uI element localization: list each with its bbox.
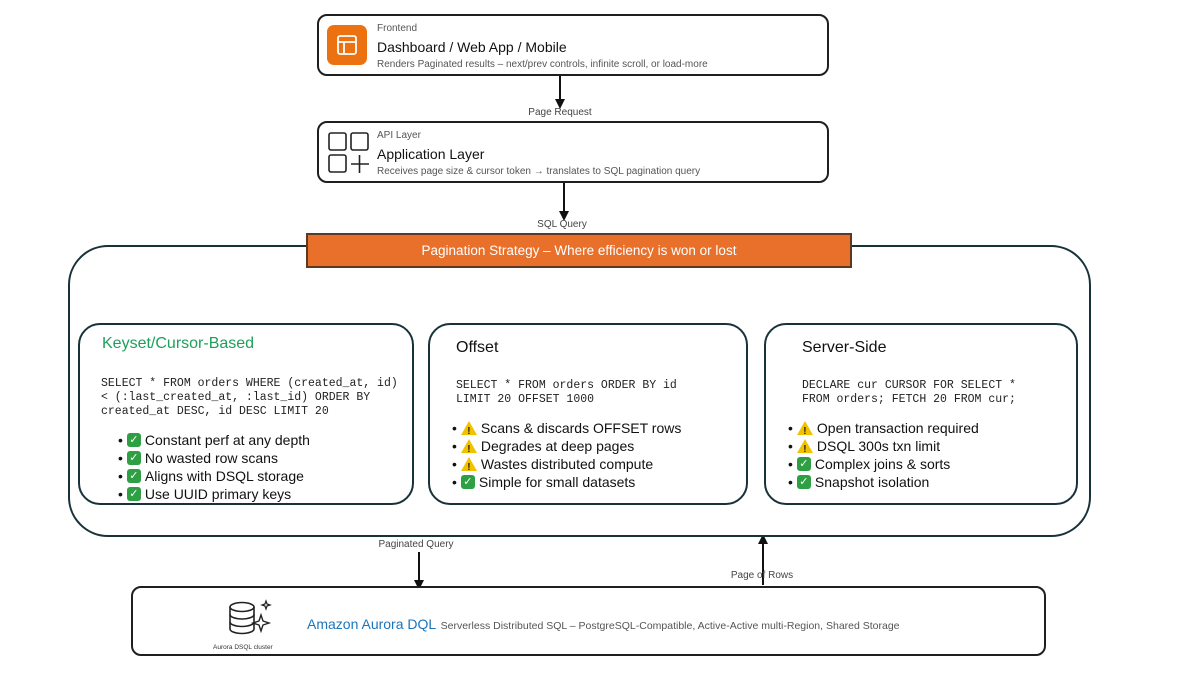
db-title-line: Amazon Aurora DQL Serverless Distributed… — [307, 616, 900, 634]
offset-bullets: • Scans & discards OFFSET rows • Degrades a… — [452, 419, 681, 491]
bullet-item: •✓Constant perf at any depth — [118, 431, 310, 449]
server-title: Server-Side — [802, 339, 887, 356]
db-desc: Serverless Distributed SQL – PostgreSQL-… — [440, 620, 900, 632]
check-icon: ✓ — [126, 451, 141, 465]
strategy-banner: Pagination Strategy – Where efficiency i… — [306, 233, 852, 268]
api-tag: API Layer — [377, 130, 421, 141]
api-desc: Receives page size & cursor token → tran… — [377, 166, 701, 177]
db-icon-caption: Aurora DSQL cluster — [213, 644, 273, 651]
check-icon: ✓ — [460, 475, 475, 489]
dashboard-layout-icon — [327, 25, 367, 65]
check-icon: ✓ — [126, 487, 141, 501]
db-title: Amazon Aurora DQL — [307, 616, 437, 632]
bullet-dot-icon: • — [788, 474, 793, 490]
bullet-dot-icon: • — [452, 420, 457, 436]
api-layer-box: API Layer Application Layer Receives pag… — [317, 121, 829, 183]
bullet-dot-icon: • — [118, 432, 123, 448]
check-icon: ✓ — [126, 469, 141, 483]
offset-code: SELECT * FROM orders ORDER BY id LIMIT 2… — [456, 379, 684, 406]
bullet-dot-icon: • — [788, 456, 793, 472]
app-grid-icon — [327, 131, 371, 175]
database-sparkle-icon — [225, 598, 273, 638]
bullet-item: •✓Simple for small datasets — [452, 473, 681, 491]
strategy-label: Pagination Strategy – Where efficiency i… — [421, 243, 737, 258]
warning-icon — [460, 421, 477, 441]
bullet-item: • Degrades at deep pages — [452, 437, 681, 459]
warning-icon — [796, 439, 813, 459]
bullet-text: No wasted row scans — [144, 450, 278, 466]
offset-panel: Offset SELECT * FROM orders ORDER BY id … — [428, 323, 748, 505]
api-title: Application Layer — [377, 146, 485, 162]
bullet-item: •✓Aligns with DSQL storage — [118, 467, 310, 485]
server-bullets: • Open transaction required • DSQL 300s txn… — [788, 419, 979, 491]
page-request-label: Page Request — [528, 107, 592, 118]
keyset-bullets: •✓Constant perf at any depth•✓No wasted … — [118, 431, 310, 503]
keyset-code: SELECT * FROM orders WHERE (created_at, … — [101, 377, 405, 418]
bullet-item: • Open transaction required — [788, 419, 979, 441]
warning-icon — [460, 457, 477, 477]
server-code: DECLARE cur CURSOR FOR SELECT * FROM ord… — [802, 379, 1023, 406]
bullet-item: • DSQL 300s txn limit — [788, 437, 979, 459]
server-panel: Server-Side DECLARE cur CURSOR FOR SELEC… — [764, 323, 1078, 505]
frontend-desc: Renders Paginated results – next/prev co… — [377, 59, 708, 70]
bullet-text: Simple for small datasets — [478, 474, 636, 490]
bullet-text: Constant perf at any depth — [144, 432, 310, 448]
frontend-tag: Frontend — [377, 23, 418, 34]
bullet-dot-icon: • — [452, 438, 457, 454]
warning-icon — [796, 421, 813, 441]
keyset-panel: Keyset/Cursor-Based SELECT * FROM orders… — [78, 323, 414, 505]
bullet-text: Snapshot isolation — [814, 474, 930, 490]
bullet-text: Wastes distributed compute — [480, 456, 654, 472]
bullet-item: •✓No wasted row scans — [118, 449, 310, 467]
check-icon: ✓ — [796, 457, 811, 471]
bullet-text: Open transaction required — [816, 420, 979, 436]
check-icon: ✓ — [796, 475, 811, 489]
bullet-text: Complex joins & sorts — [814, 456, 951, 472]
bullet-text: Scans & discards OFFSET rows — [480, 420, 682, 436]
bullet-dot-icon: • — [118, 468, 123, 484]
frontend-box: Frontend Dashboard / Web App / Mobile Re… — [317, 14, 829, 76]
bullet-item: •✓Snapshot isolation — [788, 473, 979, 491]
aurora-dsql-box: Aurora DSQL cluster Amazon Aurora DQL Se… — [131, 586, 1046, 656]
bullet-dot-icon: • — [452, 474, 457, 490]
warning-icon — [460, 439, 477, 459]
page-of-rows-label: Page of Rows — [730, 570, 794, 581]
bullet-dot-icon: • — [788, 438, 793, 454]
bullet-dot-icon: • — [118, 486, 123, 502]
check-icon: ✓ — [126, 433, 141, 447]
bullet-item: •✓Complex joins & sorts — [788, 455, 979, 473]
bullet-text: DSQL 300s txn limit — [816, 438, 941, 454]
frontend-title: Dashboard / Web App / Mobile — [377, 39, 567, 55]
offset-title: Offset — [456, 339, 499, 356]
bullet-item: • Scans & discards OFFSET rows — [452, 419, 682, 441]
bullet-text: Use UUID primary keys — [144, 486, 292, 502]
bullet-item: •✓Use UUID primary keys — [118, 485, 310, 503]
bullet-dot-icon: • — [788, 420, 793, 436]
sql-query-label: SQL Query — [537, 219, 587, 230]
paginated-query-label: Paginated Query — [378, 539, 454, 550]
bullet-item: • Wastes distributed compute — [452, 455, 681, 477]
bullet-text: Aligns with DSQL storage — [144, 468, 304, 484]
bullet-dot-icon: • — [118, 450, 123, 466]
keyset-title: Keyset/Cursor-Based — [102, 335, 255, 352]
bullet-dot-icon: • — [452, 456, 457, 472]
bullet-text: Degrades at deep pages — [480, 438, 635, 454]
